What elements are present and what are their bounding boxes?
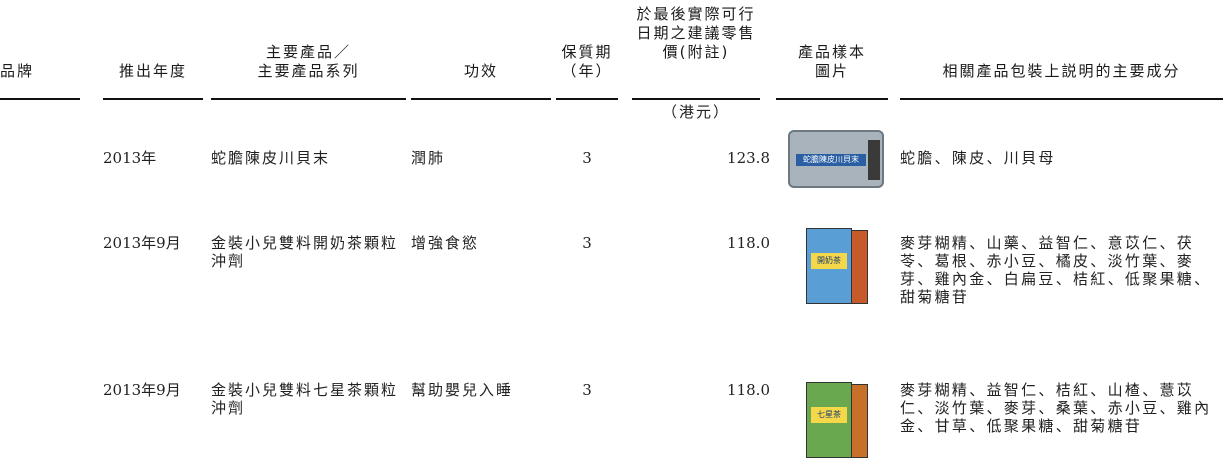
header-shelf-line2: （年）	[561, 62, 613, 80]
header-efficacy: 功效	[463, 62, 498, 80]
header-rule	[0, 98, 80, 100]
header-rule	[776, 98, 888, 100]
shelf-life: 3	[582, 149, 592, 167]
launch-year: 2013年9月	[103, 381, 181, 399]
header-shelf-line1: 保質期	[561, 43, 613, 61]
header-product-line1: 主要產品／	[265, 43, 351, 61]
header-ingredients: 相關產品包裝上説明的主要成分	[942, 62, 1181, 80]
header-price-line3: 價(附註)	[662, 43, 730, 61]
header-rule	[411, 98, 551, 100]
product-name: 金裝小兒雙料七星茶顆粒沖劑	[211, 381, 399, 417]
shelf-life: 3	[582, 234, 592, 252]
header-rule	[556, 98, 618, 100]
header-product-line2: 主要產品系列	[257, 62, 360, 80]
header-image-line2: 圖片	[814, 62, 849, 80]
product-image-label: 蛇膽陳皮川貝末	[796, 154, 866, 166]
ingredients: 麥芽糊精、益智仁、桔紅、山楂、薏苡仁、淡竹葉、麥芽、桑葉、赤小豆、雞內金、甘草、…	[900, 381, 1212, 435]
price-unit: （港元）	[661, 103, 730, 121]
efficacy: 幫助嬰兒入睡	[411, 381, 514, 399]
retail-price: 123.8	[727, 149, 770, 167]
header-rule	[103, 98, 203, 100]
product-name: 蛇膽陳皮川貝末	[211, 149, 331, 167]
efficacy: 增強食慾	[411, 234, 480, 252]
launch-year: 2013年9月	[103, 234, 181, 252]
product-image: 蛇膽陳皮川貝末	[788, 130, 884, 188]
ingredients: 蛇膽、陳皮、川貝母	[900, 149, 1056, 167]
ingredients: 麥芽糊精、山藥、益智仁、意苡仁、茯苓、葛根、赤小豆、橘皮、淡竹葉、麥芽、雞內金、…	[900, 234, 1212, 306]
product-image-label: 七星茶	[811, 407, 847, 423]
efficacy: 潤肺	[411, 149, 446, 167]
header-price-line1: 於最後實際可行	[636, 5, 756, 23]
header-price-line2: 日期之建議零售	[636, 24, 756, 42]
header-rule	[900, 98, 1223, 100]
header-brand: 品牌	[0, 62, 35, 80]
product-name: 金裝小兒雙料開奶茶顆粒沖劑	[211, 234, 399, 270]
launch-year: 2013年	[103, 149, 157, 167]
product-image: 七星茶	[806, 380, 868, 458]
header-launch-year: 推出年度	[118, 62, 187, 80]
header-rule	[632, 98, 760, 100]
retail-price: 118.0	[727, 381, 770, 399]
product-image-label: 開奶茶	[811, 253, 847, 269]
header-rule	[211, 98, 406, 100]
retail-price: 118.0	[727, 234, 770, 252]
product-image: 開奶茶	[806, 226, 868, 304]
header-image-line1: 產品樣本	[797, 43, 866, 61]
shelf-life: 3	[582, 381, 592, 399]
